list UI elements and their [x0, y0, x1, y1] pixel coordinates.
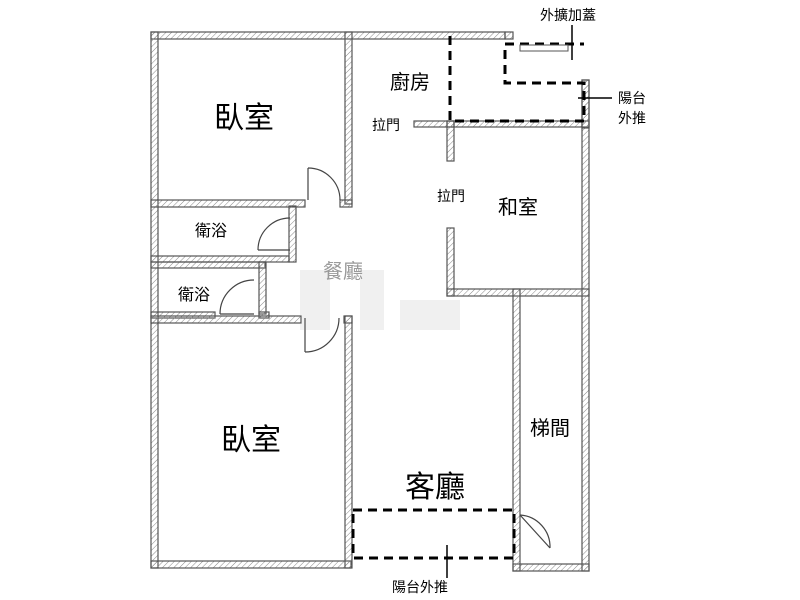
room-label-bath-2: 衛浴: [178, 286, 210, 304]
annotation-sliding-door-1: 拉門: [372, 118, 400, 134]
room-label-stairwell: 梯間: [530, 417, 570, 440]
room-label-living-room: 客廳: [405, 471, 465, 504]
annotation-balcony-right-1: 陽台: [618, 91, 646, 107]
interior-walls: [150, 31, 590, 572]
room-label-bedroom-bottom: 臥室: [221, 424, 281, 457]
annotation-balcony-bottom: 陽台外推: [392, 580, 448, 596]
window-fixture: [519, 44, 569, 52]
doors: [219, 167, 551, 549]
room-label-dining: 餐廳: [323, 260, 363, 283]
room-label-kitchen: 廚房: [390, 70, 430, 94]
room-label-bedroom-top: 臥室: [214, 102, 274, 135]
room-label-bath-1: 衛浴: [195, 222, 227, 240]
annotation-sliding-door-2: 拉門: [437, 189, 465, 205]
outer-walls: [150, 31, 590, 572]
watermark: [300, 270, 460, 330]
pointer-lines: [446, 25, 612, 578]
dashed-outlines: [351, 36, 586, 560]
room-label-japanese-room: 和室: [498, 196, 538, 219]
annotation-extension: 外擴加蓋: [540, 7, 596, 24]
annotation-balcony-right-2: 外推: [618, 111, 646, 127]
